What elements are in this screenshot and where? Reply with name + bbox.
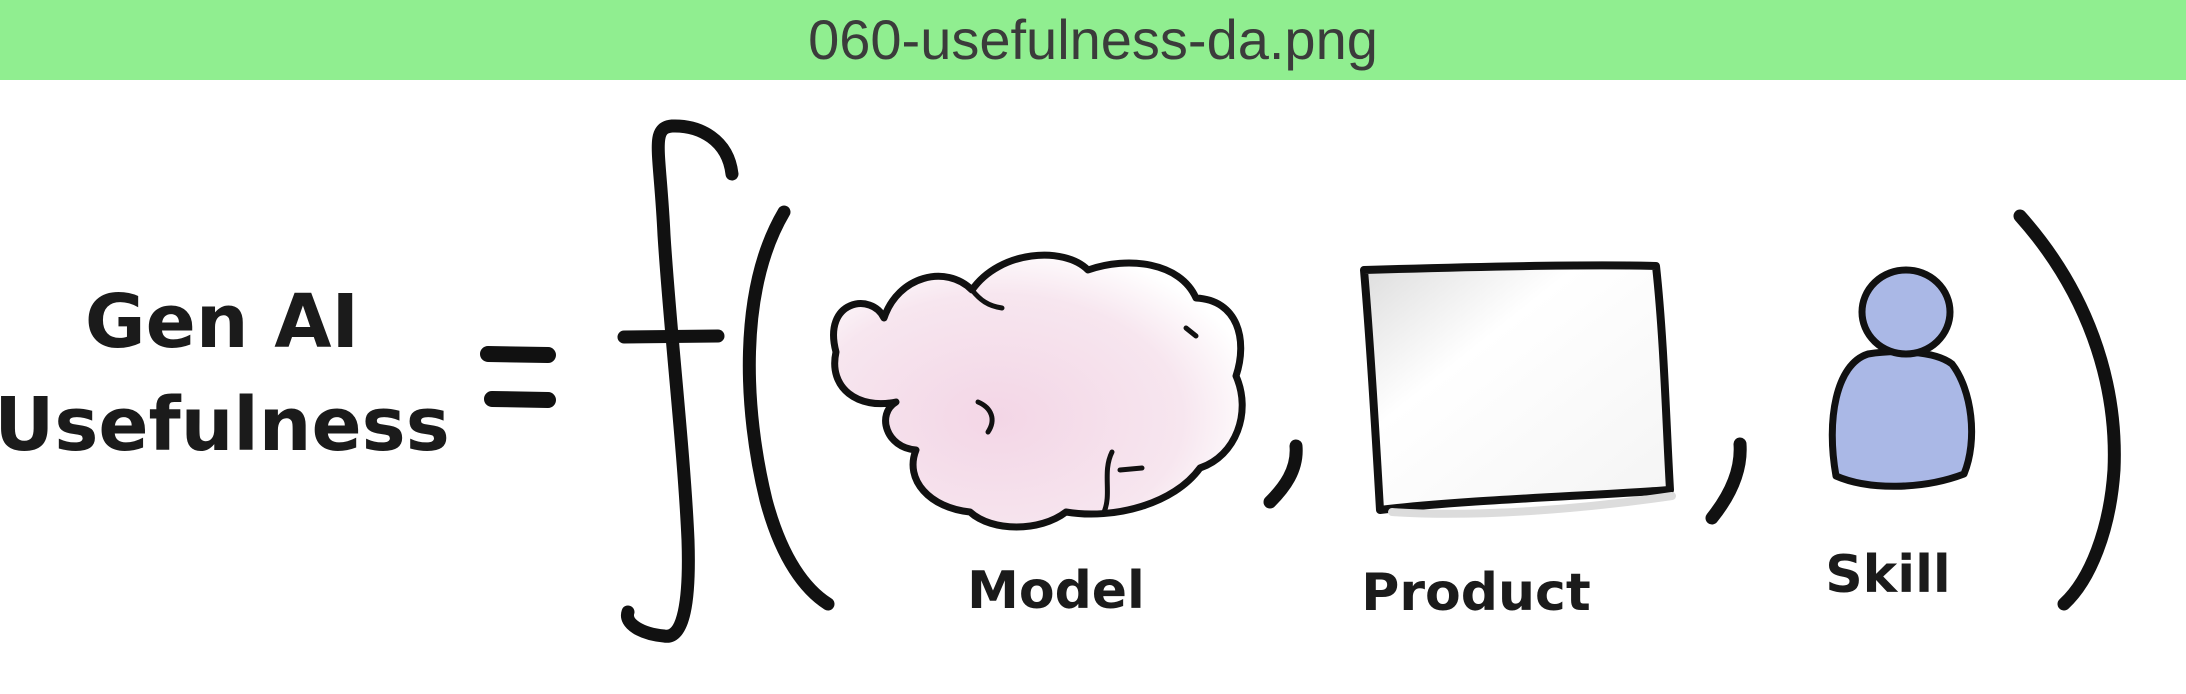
function-f-icon — [617, 119, 739, 643]
lhs-text-gen-ai: Gen AI — [85, 279, 359, 365]
skill-label: Skill — [1825, 545, 1951, 605]
person-icon — [1828, 266, 1976, 490]
comma-icon — [1263, 439, 1303, 509]
product-label: Product — [1361, 563, 1590, 623]
open-paren-icon — [742, 205, 835, 611]
lhs-text-usefulness: Usefulness — [0, 382, 450, 468]
brain-icon — [830, 251, 1246, 531]
close-paren-icon — [2013, 209, 2121, 611]
product-box-icon — [1360, 261, 1676, 518]
equation-diagram: Gen AI Usefulness Model Product Ski — [0, 119, 2121, 643]
model-label: Model — [967, 561, 1145, 621]
filename-title: 060-usefulness-da.png — [808, 8, 1378, 71]
equals-sign-icon — [480, 346, 556, 408]
filename-title-bar: 060-usefulness-da.png — [0, 0, 2186, 80]
comma-icon — [1705, 437, 1747, 525]
